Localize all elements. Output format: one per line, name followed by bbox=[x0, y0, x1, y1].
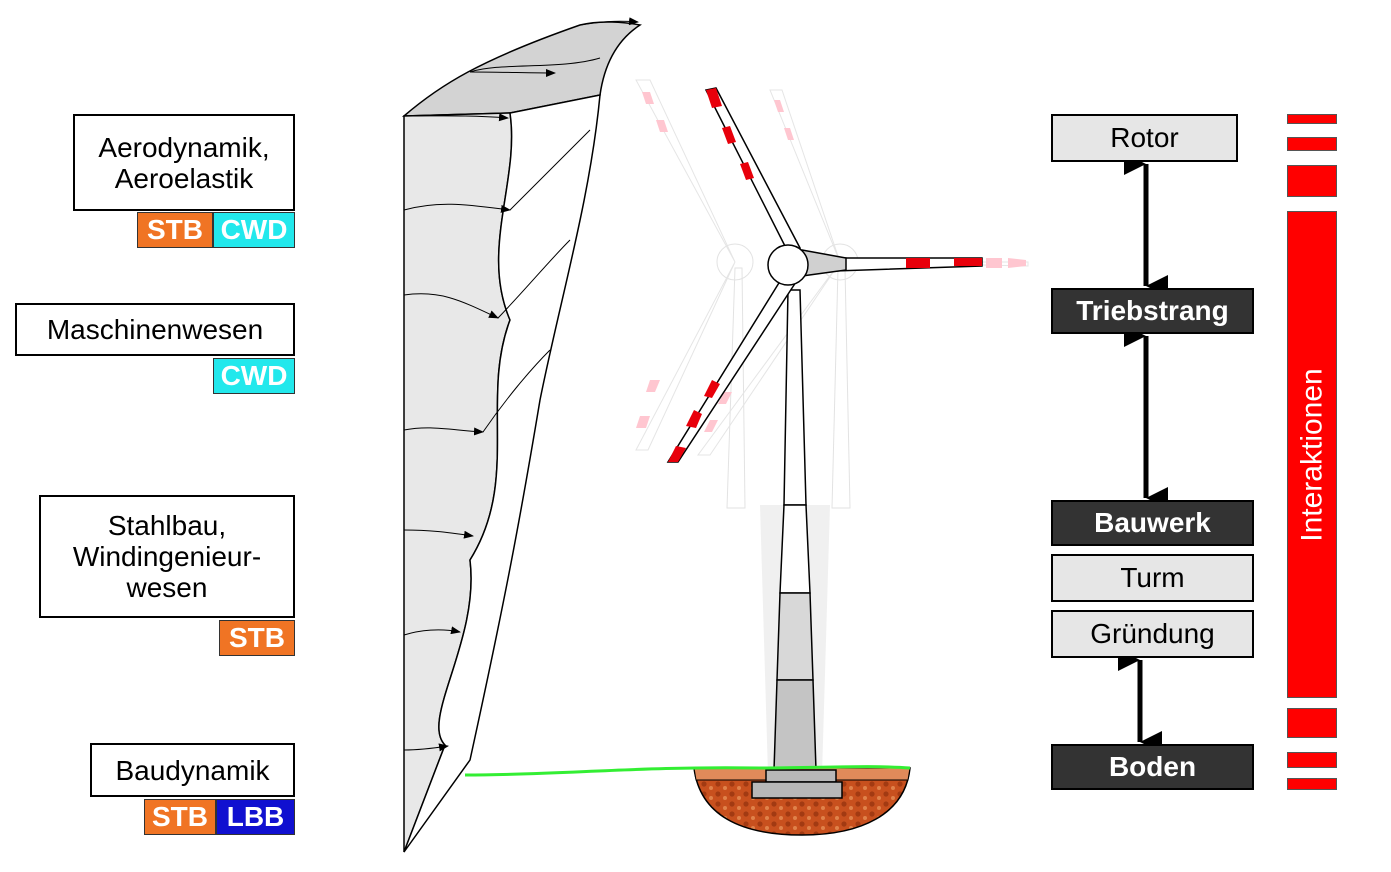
discipline-box-baudynamik: Baudynamik bbox=[90, 743, 295, 797]
rotor-hub bbox=[767, 244, 809, 286]
tag-stb: STB bbox=[137, 212, 213, 248]
interactions-label: Interaktionen bbox=[1296, 368, 1330, 542]
interaction-bar bbox=[1287, 708, 1337, 738]
interaction-arrows bbox=[1118, 153, 1168, 753]
tag-cwd: CWD bbox=[213, 212, 295, 248]
component-triebstrang: Triebstrang bbox=[1051, 288, 1254, 334]
interaction-bar bbox=[1287, 165, 1337, 197]
discipline-label-line: Stahlbau, bbox=[107, 510, 227, 541]
discipline-box-maschinenwesen: Maschinenwesen bbox=[15, 303, 295, 356]
discipline-box-aerodynamik: Aerodynamik, Aeroelastik bbox=[73, 114, 295, 211]
discipline-label-line: Baudynamik bbox=[115, 754, 270, 786]
discipline-label-line: wesen bbox=[126, 572, 208, 603]
wind-profile-top-face bbox=[401, 21, 642, 117]
interaction-bar bbox=[1287, 114, 1337, 124]
discipline-box-stahlbau: Stahlbau, Windingenieur- wesen bbox=[39, 495, 295, 618]
tower bbox=[773, 289, 817, 771]
component-rotor: Rotor bbox=[1051, 114, 1238, 162]
wind-profile bbox=[401, 17, 642, 853]
interaction-bar bbox=[1287, 137, 1337, 151]
tag-lbb: LBB bbox=[216, 799, 295, 835]
interaction-bar bbox=[1287, 778, 1337, 790]
discipline-label-line: Windingenieur- bbox=[72, 541, 262, 572]
interaction-bar-main bbox=[1287, 211, 1337, 698]
discipline-label-line: Aeroelastik bbox=[114, 162, 254, 194]
discipline-label-line: Aerodynamik, bbox=[98, 131, 270, 163]
tag-cwd: CWD bbox=[213, 358, 295, 394]
foundation-soil bbox=[464, 765, 911, 836]
interaction-bar bbox=[1287, 752, 1337, 768]
rotor-blades bbox=[666, 87, 983, 463]
discipline-label-line: Maschinenwesen bbox=[46, 314, 264, 345]
component-boden: Boden bbox=[1051, 744, 1254, 790]
tag-stb: STB bbox=[144, 799, 216, 835]
component-bauwerk: Bauwerk bbox=[1051, 500, 1254, 546]
component-turm: Turm bbox=[1051, 554, 1254, 602]
wind-profile-side-face bbox=[403, 94, 601, 853]
tag-stb: STB bbox=[219, 620, 295, 656]
interactions-label-wrap: Interaktionen bbox=[1289, 213, 1337, 697]
component-gruendung: Gründung bbox=[1051, 610, 1254, 658]
